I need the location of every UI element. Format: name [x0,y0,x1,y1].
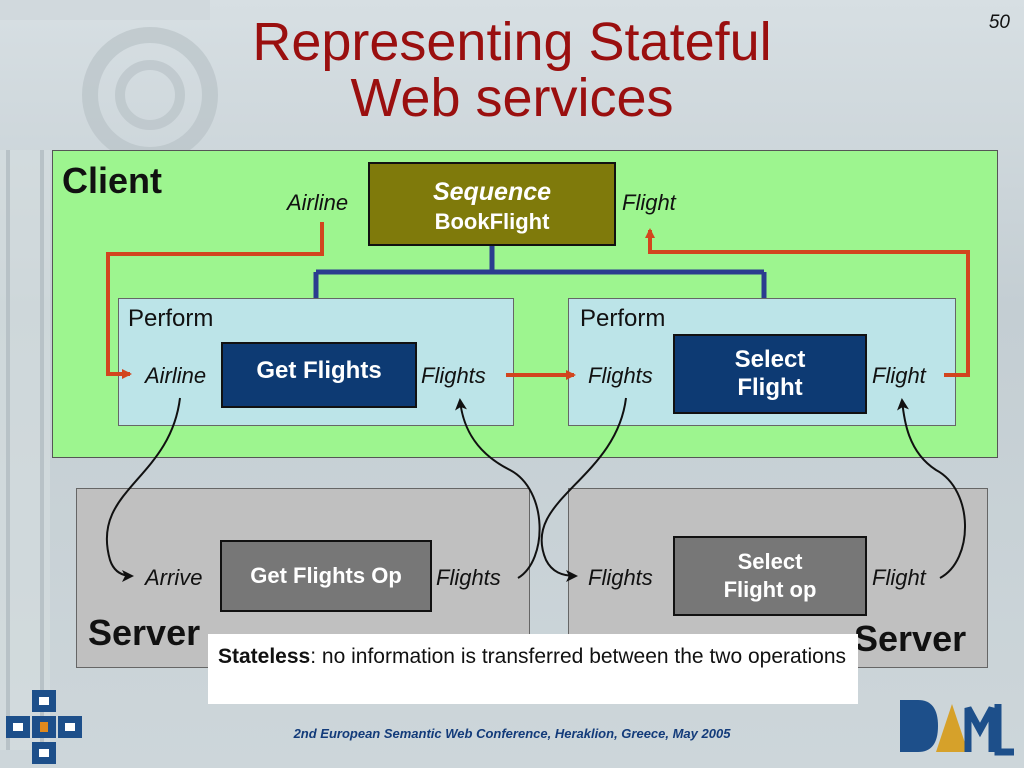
stateless-note-text: : no information is transferred between … [310,645,847,668]
select-flight-op-line2: Flight [737,374,803,401]
get-flights-server-op: Get Flights Op [220,540,432,612]
title-line-1: Representing Stateful [252,12,772,72]
footer-text: 2nd European Semantic Web Conference, He… [293,726,731,741]
dataflow-flight-return-arrow [645,228,970,377]
get-flights-op: Get Flights [221,342,417,408]
select-flight-server-op-line1: Select [737,549,803,574]
sequence-input-label: Airline [287,190,349,215]
server-right-input: Flights [588,565,653,590]
perform-left-header: Perform [128,305,214,332]
sequence-name: BookFlight [434,209,550,234]
select-flight-op: Select Flight [673,334,867,414]
client-label: Client [62,160,163,201]
dataflow-airline-arrow [106,222,324,379]
sequence-keyword: Sequence [432,178,552,206]
page-number: 50 [988,12,1010,33]
control-flow-line [313,246,767,298]
perform-right-input: Flights [588,363,653,388]
server-left-output: Flights [436,565,501,590]
select-flight-server-op-line2: Flight op [723,577,817,602]
sequence-output-label: Flight [622,190,676,215]
server-right-output: Flight [872,565,926,590]
slide-title: Representing Stateful Web services [0,14,1024,126]
daml-logo [900,700,1014,756]
get-flights-op-label: Get Flights [256,357,382,384]
title-line-2: Web services [350,68,674,128]
invoke-get-flights-arrow [105,397,181,582]
server-left-label: Server [88,612,201,653]
stateless-note: Stateless: no information is transferred… [208,634,858,704]
sequence-box: Sequence BookFlight [368,162,616,246]
return-flights-arrow [455,398,541,579]
invoke-select-flight-arrow [540,397,627,582]
get-flights-server-op-label: Get Flights Op [250,563,402,588]
stateless-note-bold: Stateless [218,645,311,668]
select-flight-server-op: Select Flight op [673,536,867,616]
perform-right-output: Flight [872,363,926,388]
return-flight-arrow [897,398,966,579]
perform-left-input: Airline [145,363,207,388]
perform-right-header: Perform [580,305,666,332]
server-left-input: Arrive [145,565,203,590]
perform-left-output: Flights [421,363,486,388]
select-flight-op-line1: Select [734,346,806,373]
server-right-label: Server [854,618,967,659]
wsmo-logo [6,690,82,764]
